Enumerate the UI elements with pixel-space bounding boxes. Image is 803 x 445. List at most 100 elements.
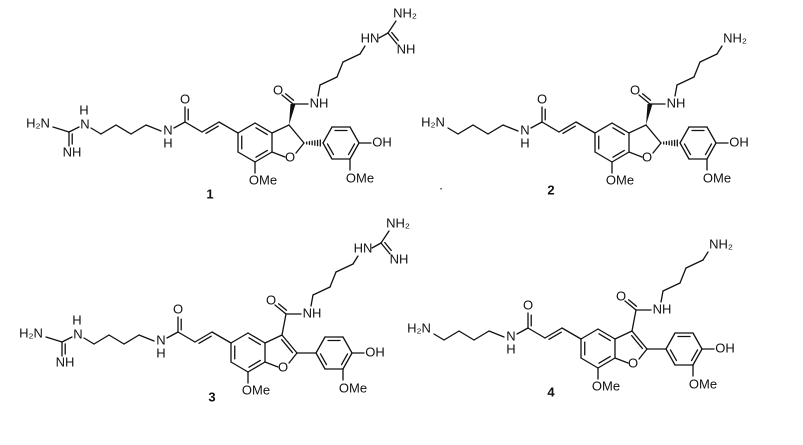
furan-bond [652,142,662,154]
ome-label: OMe [703,170,731,185]
nh2-label: NH₂ [393,5,417,20]
nh2-label: NH₂ [709,236,733,251]
imine-nh-label: NH [56,354,75,369]
amide-h-label: H [506,341,515,356]
ring-bond [254,151,273,163]
furan-bond [645,124,662,144]
bond [281,313,287,336]
bond [530,121,543,129]
chain-bond [676,76,695,86]
bond [516,327,529,335]
chain-bond [674,84,678,97]
aromatic-inner-bond [598,355,611,364]
chain-bond [317,84,321,97]
bond [541,121,560,133]
furan-o-label: O [642,149,652,164]
imine-bond-inner [391,31,399,42]
chain-bond [685,259,704,269]
ring-bond [706,126,717,144]
amide-n-label: N [506,328,515,343]
ring-bond [580,357,599,369]
ring-bond [247,332,266,344]
ring-bond [315,336,326,354]
oh-label: OH [715,340,735,355]
ome-label: OMe [689,376,717,391]
bond [166,331,179,339]
ring-bond [597,357,616,369]
ring-bond [315,352,326,370]
aromatic-inner-bond [690,349,699,362]
chain-bond [447,127,459,135]
carbonyl-o-label: O [273,82,283,97]
guanidine-n-label: N [73,326,82,341]
oh-label: OH [372,134,392,149]
ome-label: OMe [242,382,270,397]
chain-bond [716,45,723,55]
chain-bond [123,334,140,345]
compound-number: 1 [206,186,213,201]
compound-number: 3 [208,389,215,404]
ring-bond [349,126,360,144]
aromatic-inner-bond [248,359,261,368]
bond [378,32,389,39]
bond [68,126,80,133]
alkene-bond-inner [198,335,212,345]
amide-n-label: N [156,332,165,347]
ome-label: OMe [606,172,634,187]
alkene-bond [194,331,213,343]
chain-bond [458,330,475,341]
alkene-bond [201,121,220,133]
ring-bond [322,142,333,160]
chain-bond [90,127,102,135]
bond [387,20,397,34]
bond [575,121,596,134]
ome-label: OMe [249,172,277,187]
chain-bond [310,294,314,307]
carbonyl-bond-inner [641,93,652,101]
bond [61,336,73,343]
ring-bond [580,328,599,340]
stray-dot: . [439,177,443,192]
ring-bond [237,151,256,163]
chain-bond [488,330,505,338]
oh-label: OH [365,344,385,359]
bond [380,230,390,244]
imine-bond-inner [384,241,392,252]
alkene-bond-inner [562,125,576,135]
amide-h-label: H [520,135,529,150]
chain-bond [115,124,132,135]
chain-bond [679,267,687,284]
furan-double-bond [631,330,648,350]
alkene-bond-inner [205,125,219,135]
alkene-bond [544,327,563,339]
h2n-label: H₂N [407,320,431,335]
chain-bond [487,124,504,135]
imine-bond [380,242,391,255]
carbonyl-o-label: O [173,301,183,316]
furan-bond [628,151,643,158]
chain-bond [145,124,162,132]
chain-bond [662,282,681,292]
guanidine-hn-label: HN [361,30,380,45]
carbonyl-bond [274,304,287,315]
bond [45,336,63,343]
aromatic-inner-bond [612,149,625,158]
furan-bond [271,151,286,158]
h2n-label: H₂N [26,115,50,130]
chain-bond [473,330,490,341]
ring-bond [692,332,703,350]
furan-double-bond [281,334,298,354]
carbonyl-o-label: O [630,82,640,97]
amide-h-label: H [156,345,165,360]
chain-bond [312,286,331,296]
ring-bond [692,348,703,366]
ring-bond [611,122,630,134]
amide-nh-label: NH [310,95,329,110]
carbonyl-bond [624,300,637,311]
chain-bond [138,334,155,342]
furan-bond [264,334,283,344]
